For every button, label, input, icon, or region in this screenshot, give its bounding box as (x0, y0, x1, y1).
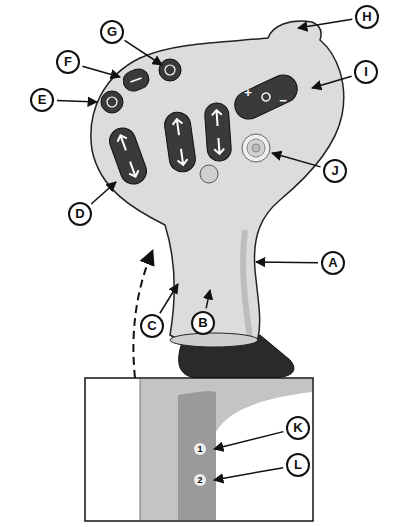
button-number: 1 (194, 443, 206, 455)
leader-line (82, 66, 120, 77)
leader-line (272, 153, 321, 167)
button-symbol: + (241, 86, 255, 100)
button-symbol: − (276, 94, 290, 108)
buttons (101, 59, 302, 188)
leader-line (160, 284, 178, 313)
callout-letter: L (286, 453, 310, 477)
leader-line (214, 432, 283, 449)
leader-line (125, 40, 162, 65)
callout-letter: F (56, 50, 80, 74)
callout-letter: H (355, 5, 379, 29)
callout-letter: C (140, 314, 164, 338)
callout-letter: A (321, 251, 345, 275)
leader-line (298, 19, 352, 28)
leader-line (312, 76, 352, 88)
leader-line (57, 101, 97, 102)
button-number: 2 (194, 474, 206, 486)
callout-letter: G (100, 20, 124, 44)
callout-letter: E (30, 88, 54, 112)
leader-line (91, 182, 116, 204)
leader-line (214, 468, 283, 480)
grip (91, 21, 344, 347)
leader-line (206, 290, 210, 308)
leader-line (256, 261, 318, 263)
callout-letter: I (354, 60, 378, 84)
inset-view (85, 378, 313, 521)
callout-letter: K (286, 416, 310, 440)
callout-letter: B (191, 311, 215, 335)
callout-letter: J (323, 159, 347, 183)
callout-letter: D (68, 202, 92, 226)
leader-lines (57, 19, 352, 480)
